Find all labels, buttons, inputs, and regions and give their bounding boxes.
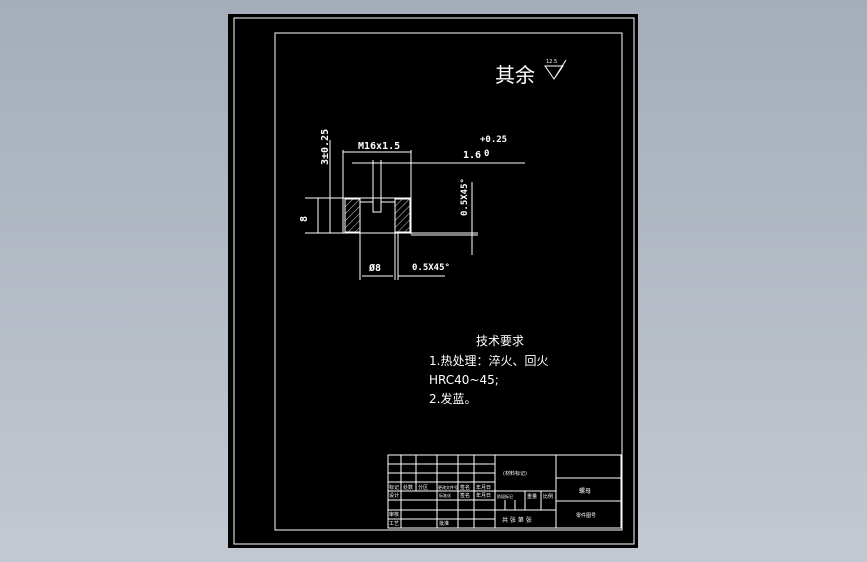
tb-standard: 标准化 xyxy=(439,492,451,498)
dim-chamfer-right: 0.5X45° xyxy=(460,178,470,216)
tb-zone: 分区 xyxy=(418,484,428,491)
tb-mark: 标记 xyxy=(389,484,399,491)
tb-design-sign: 签名 xyxy=(460,492,470,499)
drawing-sheet: 其余 12.5 M16x1.5 3±0.25 1.6 +0.25 0 8 0.5… xyxy=(233,17,635,545)
dim-height-tol: 3±0.25 xyxy=(320,129,331,165)
tb-sheets: 共 张 第 张 xyxy=(502,516,532,524)
tb-count: 处数 xyxy=(403,484,413,491)
tech-req-title: 技术要求 xyxy=(476,334,524,348)
tb-approve: 批准 xyxy=(439,520,449,527)
tb-change-doc: 更改文件号 xyxy=(438,484,458,490)
tech-req-line-1: 1.热处理：淬火、回火 xyxy=(429,353,548,368)
dim-bore: Ø8 xyxy=(368,262,381,274)
tb-part-name: 螺母 xyxy=(579,487,591,495)
cad-drawing-viewport[interactable]: 其余 12.5 M16x1.5 3±0.25 1.6 +0.25 0 8 0.5… xyxy=(228,14,638,548)
tb-design: 设计 xyxy=(389,492,399,499)
tb-design-date: 年月日 xyxy=(476,492,491,499)
tech-req-line-3: 2.发蓝。 xyxy=(429,391,476,406)
dim-slot-width: 1.6 xyxy=(463,150,481,161)
tech-req-line-2: HRC40~45; xyxy=(429,373,499,387)
dim-slot-tol-upper: +0.25 xyxy=(480,135,507,145)
surface-note: 其余 xyxy=(495,63,535,87)
outer-border xyxy=(233,17,635,545)
tb-drawing-number: 零件图号 xyxy=(576,512,596,519)
tb-scale: 比例 xyxy=(543,493,553,500)
hatch-right xyxy=(394,198,411,233)
tb-stage: 阶段标记 xyxy=(497,493,513,499)
dim-chamfer-bottom: 0.5X45° xyxy=(412,263,450,273)
tb-weight: 重量 xyxy=(527,493,537,500)
dim-slot-tol-lower: 0 xyxy=(484,149,489,159)
hatch-left xyxy=(344,198,361,233)
part-section xyxy=(305,140,525,280)
inner-frame xyxy=(274,32,623,531)
roughness-value: 12.5 xyxy=(546,59,557,65)
dim-thread: M16x1.5 xyxy=(358,141,400,152)
tb-process: 工艺 xyxy=(389,521,399,527)
tb-material: (材料标记) xyxy=(503,470,527,477)
title-block xyxy=(387,454,622,529)
tb-review: 审核 xyxy=(389,511,399,518)
dim-height: 8 xyxy=(299,216,310,222)
tb-date: 年月日 xyxy=(476,484,491,491)
roughness-symbol-icon xyxy=(544,59,567,80)
tb-sign: 签名 xyxy=(460,484,470,491)
